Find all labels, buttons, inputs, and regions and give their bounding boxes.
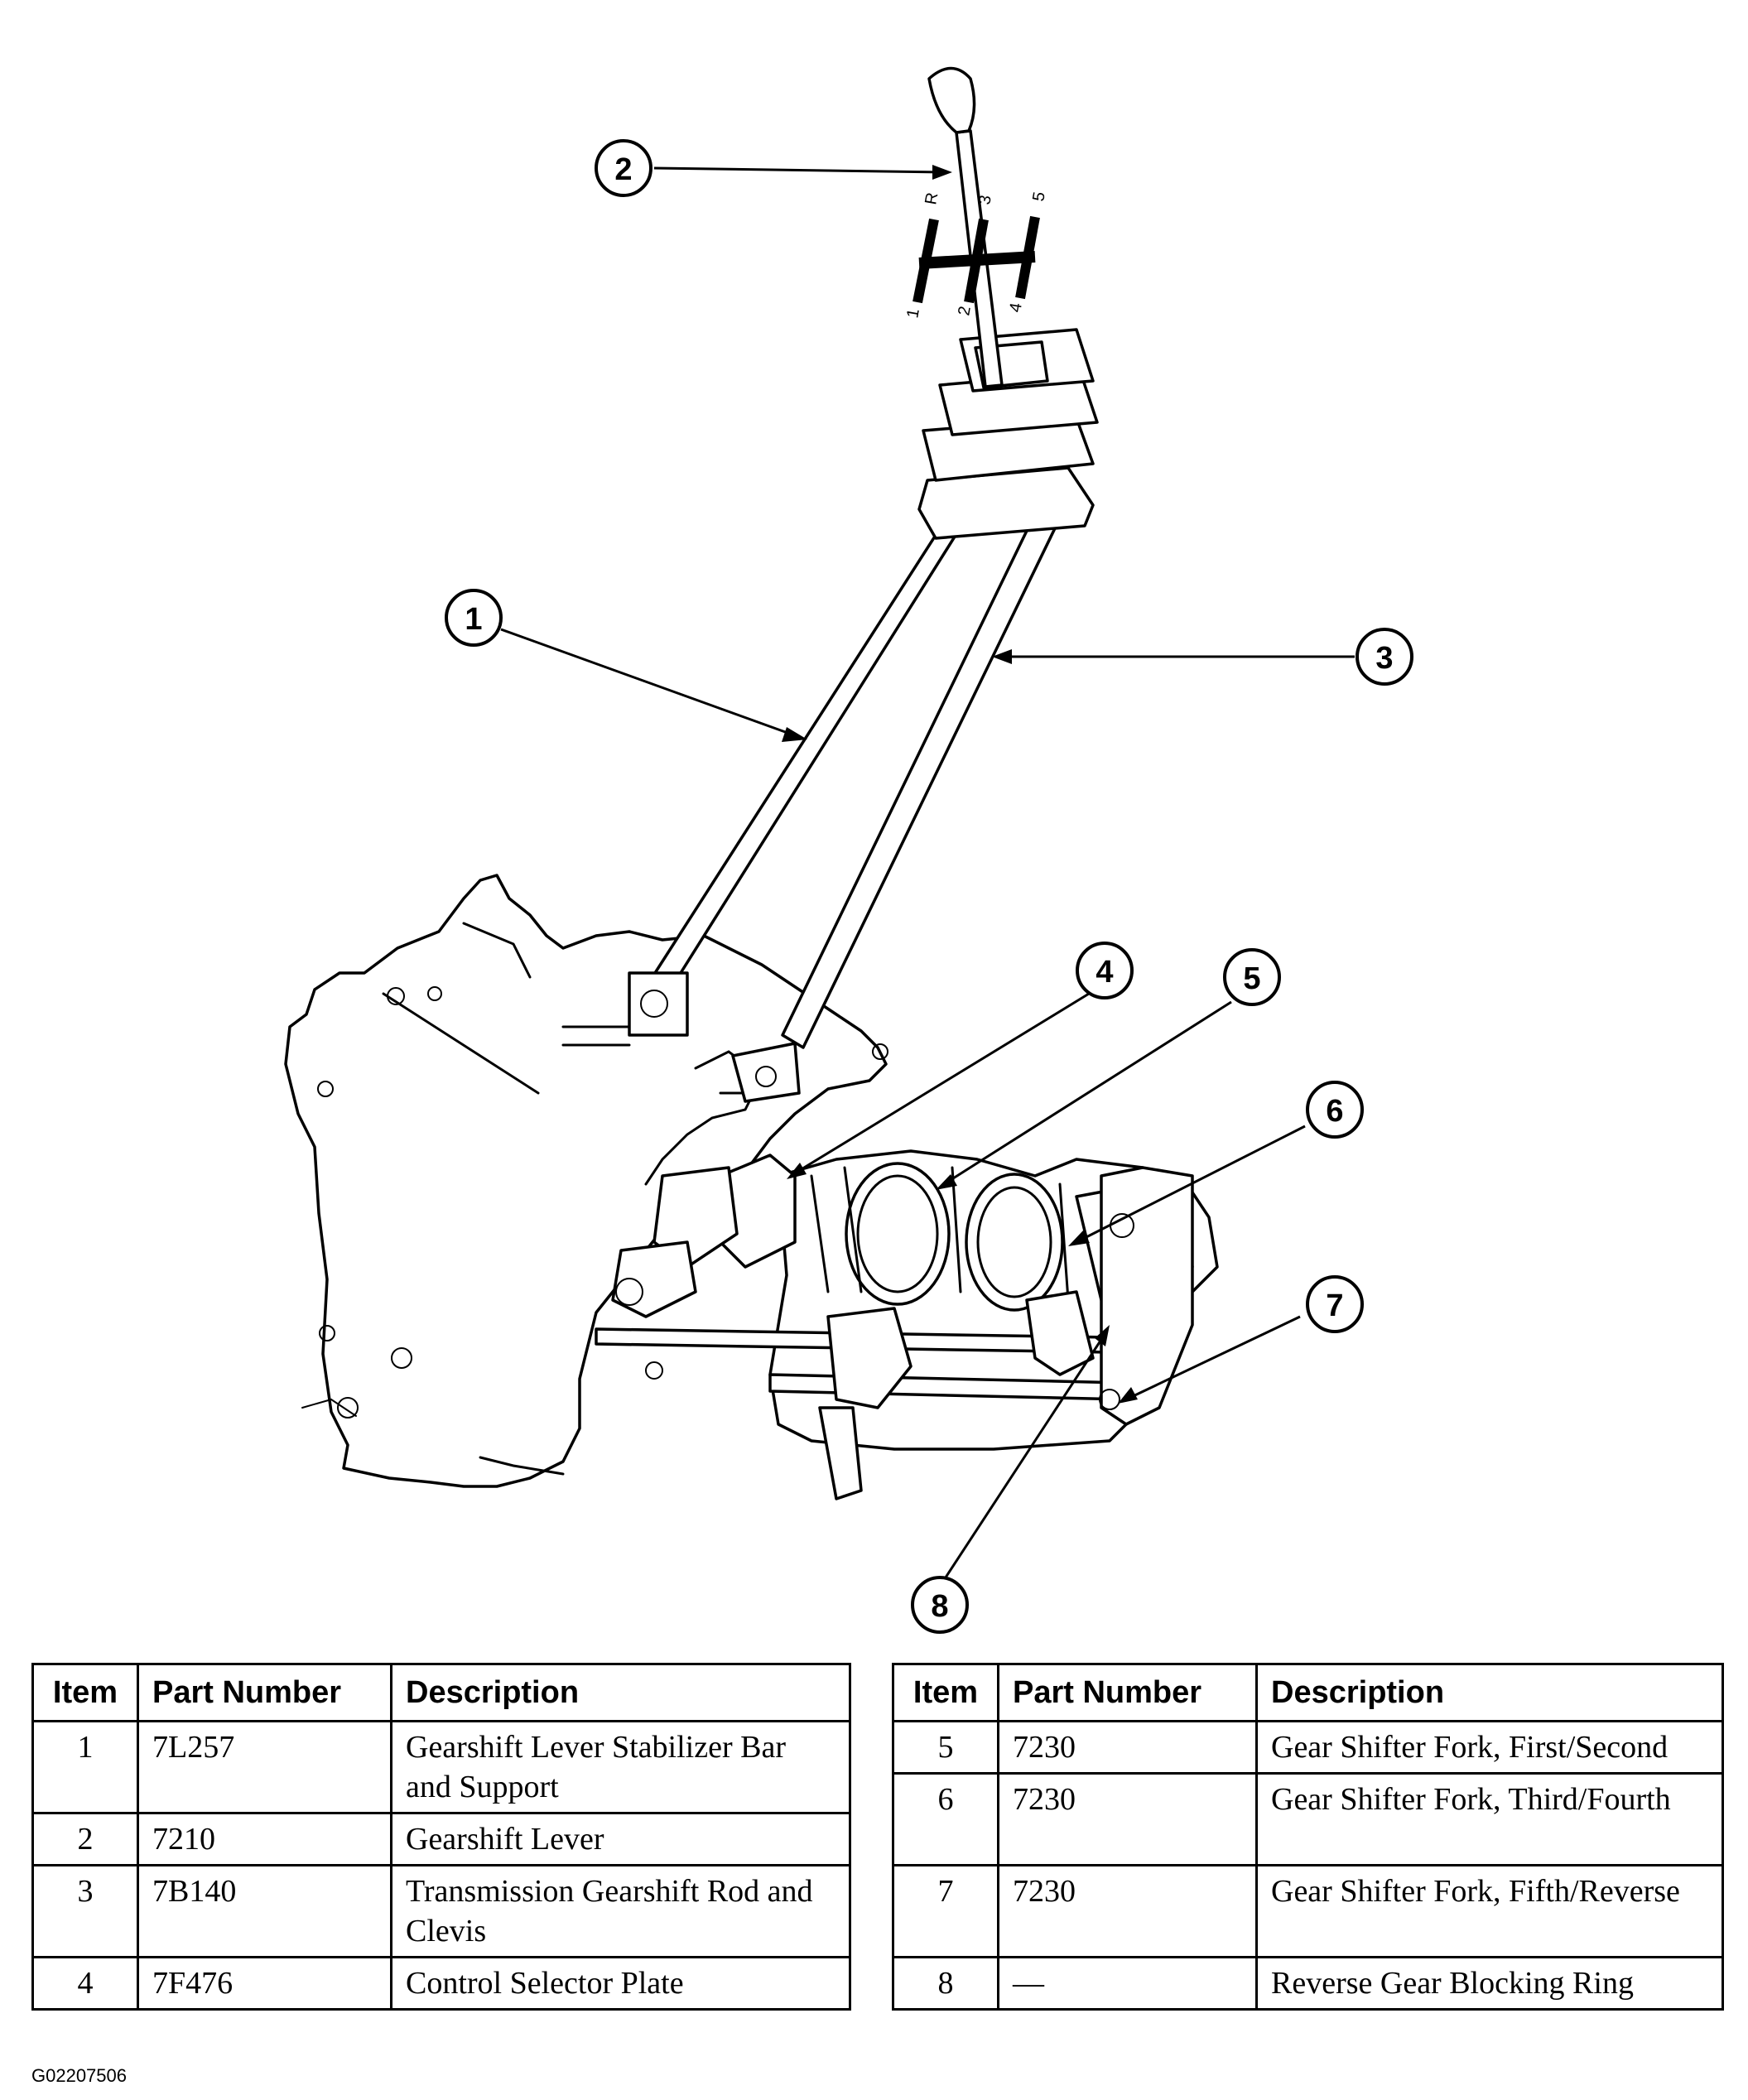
table-row: 7 7230 Gear Shifter Fork, Fifth/Reverse: [892, 1864, 1724, 1958]
gear-label-1: 1: [903, 307, 923, 320]
callout-6: 6: [1306, 1081, 1364, 1139]
stabilizer-bar-and-rod: [561, 499, 1070, 1103]
table-header-row: Item Part Number Description: [892, 1663, 1724, 1722]
cell-part-number: 7B140: [137, 1864, 392, 1958]
header-description: Description: [1255, 1663, 1724, 1722]
shift-pattern: R 3 5 1 2 4: [903, 190, 1049, 320]
cell-item: 5: [892, 1720, 999, 1775]
cell-description: Control Selector Plate: [390, 1956, 851, 2011]
table-row: 6 7230 Gear Shifter Fork, Third/Fourth: [892, 1772, 1724, 1866]
cell-description: Gear Shifter Fork, First/Second: [1255, 1720, 1724, 1775]
table-row: 5 7230 Gear Shifter Fork, First/Second: [892, 1720, 1724, 1775]
gear-label-5: 5: [1029, 190, 1049, 203]
header-part-number: Part Number: [997, 1663, 1258, 1722]
callout-3: 3: [1356, 628, 1413, 686]
figure-code: G02207506: [31, 2065, 127, 2086]
cell-part-number: —: [997, 1956, 1258, 2011]
callout-4: 4: [1076, 942, 1134, 999]
cell-part-number: 7L257: [137, 1720, 392, 1814]
header-description: Description: [390, 1663, 851, 1722]
svg-text:6: 6: [1326, 1094, 1343, 1129]
gear-cluster: [595, 1050, 1219, 1500]
cell-item: 4: [31, 1956, 139, 2011]
cell-part-number: 7230: [997, 1772, 1258, 1866]
header-item: Item: [31, 1663, 139, 1722]
gear-label-3: 3: [975, 194, 995, 206]
svg-text:7: 7: [1326, 1288, 1343, 1323]
cell-part-number: 7230: [997, 1864, 1258, 1958]
gear-label-4: 4: [1006, 301, 1026, 314]
table-row: 8 — Reverse Gear Blocking Ring: [892, 1956, 1724, 2011]
cell-description: Reverse Gear Blocking Ring: [1255, 1956, 1724, 2011]
table-row: 1 7L257 Gearshift Lever Stabilizer Bar a…: [31, 1720, 851, 1814]
svg-text:8: 8: [931, 1589, 948, 1624]
callout-1: 1: [445, 589, 503, 647]
table-row: 2 7210 Gearshift Lever: [31, 1812, 851, 1866]
svg-text:5: 5: [1243, 961, 1260, 996]
cell-part-number: 7F476: [137, 1956, 392, 2011]
table-row: 3 7B140 Transmission Gearshift Rod and C…: [31, 1864, 851, 1958]
svg-text:1: 1: [465, 602, 482, 637]
exploded-diagram: R 3 5 1 2 4 1 2 3 4: [284, 66, 1413, 1634]
leader-lines: [500, 165, 1355, 1581]
cell-description: Gearshift Lever Stabilizer Bar and Suppo…: [390, 1720, 851, 1814]
callout-7: 7: [1306, 1275, 1364, 1333]
callout-2: 2: [595, 139, 652, 197]
cell-description: Gear Shifter Fork, Third/Fourth: [1255, 1772, 1724, 1866]
cell-item: 6: [892, 1772, 999, 1866]
cell-item: 8: [892, 1956, 999, 2011]
cell-description: Gearshift Lever: [390, 1812, 851, 1866]
table-row: 4 7F476 Control Selector Plate: [31, 1956, 851, 2011]
svg-text:2: 2: [614, 152, 632, 187]
cell-part-number: 7210: [137, 1812, 392, 1866]
cell-item: 2: [31, 1812, 139, 1866]
cell-item: 3: [31, 1864, 139, 1958]
header-item: Item: [892, 1663, 999, 1722]
table-header-row: Item Part Number Description: [31, 1663, 851, 1722]
cell-part-number: 7230: [997, 1720, 1258, 1775]
parts-table-left: Item Part Number Description 1 7L257 Gea…: [31, 1663, 851, 2011]
callout-8: 8: [911, 1576, 969, 1634]
header-part-number: Part Number: [137, 1663, 392, 1722]
cell-item: 7: [892, 1864, 999, 1958]
callout-5: 5: [1223, 948, 1281, 1006]
svg-text:4: 4: [1096, 955, 1113, 990]
parts-table-right: Item Part Number Description 5 7230 Gear…: [892, 1663, 1724, 2011]
gear-label-2: 2: [955, 305, 975, 317]
cell-description: Transmission Gearshift Rod and Clevis: [390, 1864, 851, 1958]
gearshift-lever: [917, 66, 1099, 540]
cell-description: Gear Shifter Fork, Fifth/Reverse: [1255, 1864, 1724, 1958]
gear-label-r: R: [922, 191, 941, 206]
svg-text:3: 3: [1375, 641, 1393, 676]
cell-item: 1: [31, 1720, 139, 1814]
